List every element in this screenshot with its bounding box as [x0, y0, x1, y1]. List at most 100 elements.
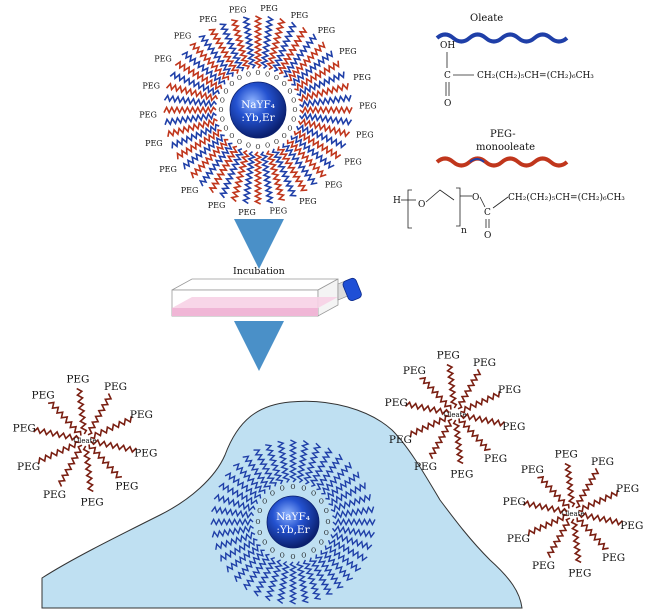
ligand-chain [253, 151, 263, 205]
carboxyl-o-label: O [219, 107, 224, 114]
peg-label: PEG [134, 447, 157, 459]
oleate-core-label: Oleate [73, 437, 96, 445]
carboxyl-o-label: O [224, 89, 229, 96]
ligand-chain [315, 554, 344, 589]
ligand-chain [176, 128, 222, 160]
peg-label: PEG [325, 180, 343, 189]
legend-peg-monooleate: PEG- monooleate H O n O C O CH₂(CH₂)₅CH=… [393, 129, 625, 241]
oleate-chain-formula: CH₂(CH₂)₅CH=(CH₂)₆CH₃ [477, 70, 594, 81]
peg-oleate-chain [409, 414, 450, 438]
ligand-chain [167, 117, 218, 138]
carboxyl-o-label: O [291, 484, 296, 491]
peg-oleate-chain [428, 418, 453, 460]
peg-oleate-chain [446, 363, 458, 409]
peg-label: PEG [260, 4, 278, 13]
carboxyl-o-label: O [282, 81, 287, 88]
ligand-chain [242, 553, 270, 591]
ligand-chain [224, 471, 262, 499]
peg-label: PEG [403, 365, 426, 377]
peg-oleate-chain [75, 387, 88, 435]
legend-oleate: Oleate OH C O CH₂(CH₂)₅CH=(CH₂)₆CH₃ [435, 13, 594, 109]
peg-chain-formula: CH₂(CH₂)₅CH=(CH₂)₆CH₃ [508, 192, 625, 203]
ligand-chain [293, 129, 342, 160]
oleate-core-label: Oleate [561, 510, 584, 518]
flask-top [171, 278, 339, 291]
ligand-chain [276, 560, 291, 604]
ligand-chain [220, 538, 258, 562]
peg-oleate-chain [82, 445, 95, 493]
ligand-chain [190, 138, 229, 179]
peg-label: PEG [503, 496, 526, 508]
ligand-chain [320, 550, 354, 582]
oleate-title: Oleate [470, 13, 503, 24]
particle-core [229, 81, 287, 139]
ligand-chain [189, 42, 230, 81]
peg-label: PEG [498, 384, 521, 396]
peg-label: PEG [414, 461, 437, 473]
ligand-chain [171, 123, 220, 149]
oleate-wave-icon [435, 32, 569, 44]
peg-label: PEG [555, 448, 578, 460]
ligand-chain [218, 482, 259, 506]
ligand-chain [325, 471, 360, 500]
peg-label: PEG [353, 73, 371, 82]
ligand-chain [232, 462, 266, 494]
ligand-chain [296, 71, 345, 97]
peg-oleate-chain [90, 438, 137, 454]
ligand-chain [230, 149, 251, 203]
ligand-chain [163, 93, 218, 109]
peg-oleate-chain [37, 440, 80, 464]
peg-oleate-chain [33, 426, 80, 442]
carboxyl-o-label: O [291, 554, 296, 561]
carboxyl-o-label: O [229, 133, 234, 140]
carboxyl-o-label: O [229, 81, 234, 88]
ligand-chain [332, 517, 376, 527]
carboxyl-o-label: O [246, 71, 251, 78]
ligand-chain [321, 461, 353, 495]
ligand-chain [295, 440, 310, 484]
ligand-chain [298, 82, 349, 103]
peg-o2: O [472, 193, 479, 203]
ligand-chain [287, 41, 326, 82]
peg-label: PEG [318, 26, 336, 35]
particle-label-2: :Yb,Er [241, 112, 275, 124]
ligand-chain [298, 111, 353, 127]
carboxyl-o-label: O [291, 117, 296, 124]
ligand-chain [288, 561, 298, 605]
peg-oleate-chain [458, 418, 491, 452]
ligand-chain [265, 444, 284, 485]
carboxyl-o-label: O [280, 552, 285, 559]
ligand-chain [309, 557, 333, 595]
peg-label: PEG [269, 207, 287, 216]
peg-label: PEG [473, 357, 496, 369]
peg-oleate-chain [87, 393, 113, 436]
ligand-chain [218, 148, 244, 199]
peg-label: PEG [17, 461, 40, 473]
peg-oleate-chain [527, 513, 568, 537]
ligand-chain [182, 134, 225, 170]
carboxyl-o-label: O [326, 519, 331, 526]
peg-label: PEG [229, 6, 247, 15]
peg-label: PEG [66, 373, 89, 385]
ligand-chain [265, 17, 286, 71]
ligand-chain [309, 447, 333, 488]
ligand-chain [181, 50, 226, 85]
ligand-chain [299, 94, 352, 109]
peg-label: PEG [344, 158, 362, 167]
peg-label: PEG [568, 568, 591, 580]
peg-label: PEG [13, 423, 36, 435]
oleate-oh: OH [440, 41, 455, 51]
peg-label: PEG [299, 197, 317, 206]
ligand-chain [272, 21, 298, 72]
peg-oleate-chain [457, 368, 482, 410]
peg-oleate-chain [419, 376, 452, 410]
peg-label: PEG [130, 409, 153, 421]
carboxyl-o-label: O [237, 139, 242, 146]
peg-oleate-chain [47, 401, 82, 436]
carboxyl-o-label: O [246, 143, 251, 150]
particle-core [266, 495, 320, 549]
